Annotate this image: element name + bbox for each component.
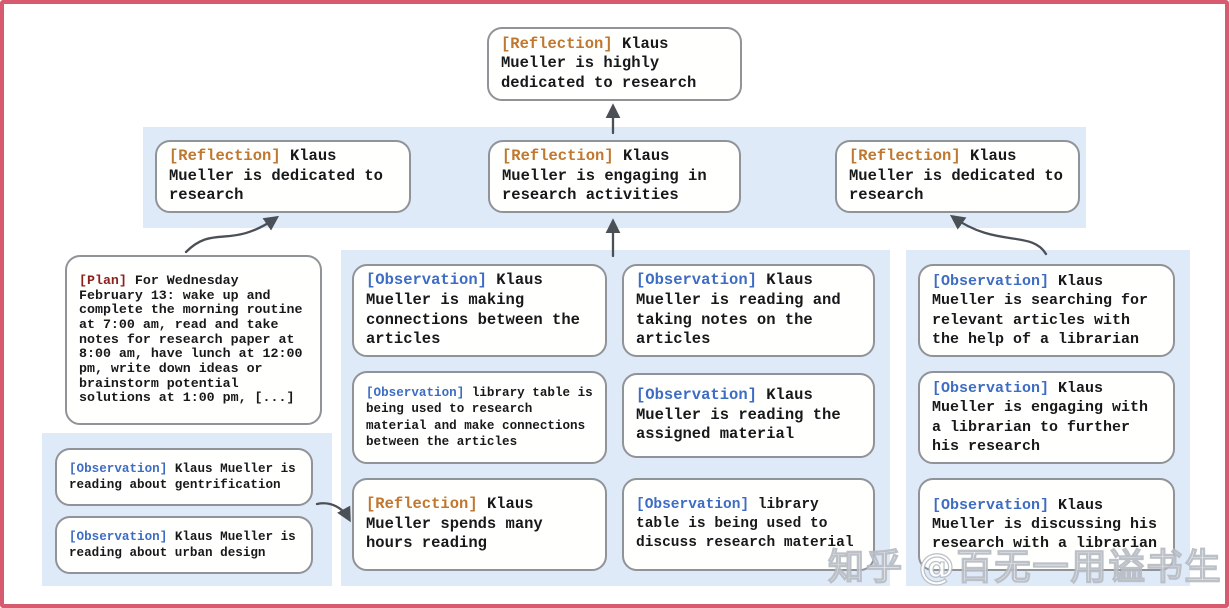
- node-text: For Wednesday February 13: wake up and c…: [79, 273, 303, 406]
- node-text: Klaus Mueller spends many hours reading: [366, 494, 543, 553]
- node-reflection-left: [Reflection] Klaus Mueller is dedicated …: [155, 140, 411, 213]
- observation-tag: [Observation]: [69, 461, 168, 476]
- reflection-tag: [Reflection]: [169, 147, 281, 165]
- node-observation-library-research: [Observation] library table is being use…: [352, 371, 607, 464]
- reflection-tag: [Reflection]: [501, 34, 613, 53]
- node-reflection-hours-reading: [Reflection] Klaus Mueller spends many h…: [352, 478, 607, 571]
- reflection-tag: [Reflection]: [502, 147, 614, 165]
- node-reflection-right: [Reflection] Klaus Mueller is dedicated …: [835, 140, 1080, 213]
- node-root-reflection: [Reflection] Klaus Mueller is highly ded…: [487, 27, 742, 101]
- node-text: Klaus Mueller is searching for relevant …: [932, 273, 1149, 348]
- node-reflection-middle: [Reflection] Klaus Mueller is engaging i…: [488, 140, 741, 213]
- observation-tag: [Observation]: [69, 529, 168, 544]
- node-text: Klaus Mueller is engaging in research ac…: [502, 147, 707, 205]
- node-text: Klaus Mueller is reading and taking note…: [636, 271, 841, 349]
- node-text: Klaus Mueller is reading about urban des…: [69, 529, 296, 560]
- observation-tag: [Observation]: [636, 271, 757, 290]
- node-observation-assigned-material: [Observation] Klaus Mueller is reading t…: [622, 373, 875, 458]
- reflection-tag: [Reflection]: [366, 494, 478, 513]
- node-observation-library-discuss: [Observation] library table is being use…: [622, 478, 875, 571]
- node-observation-taking-notes: [Observation] Klaus Mueller is reading a…: [622, 264, 875, 357]
- observation-tag: [Observation]: [636, 385, 757, 404]
- reflection-tag: [Reflection]: [849, 147, 961, 165]
- observation-tag: [Observation]: [636, 497, 750, 514]
- node-text: Klaus Mueller is engaging with a librari…: [932, 380, 1149, 455]
- observation-tag: [Observation]: [932, 273, 1050, 291]
- node-text: Klaus Mueller is highly dedicated to res…: [501, 34, 697, 92]
- node-text: Klaus Mueller is reading the assigned ma…: [636, 385, 841, 444]
- node-observation-searching-articles: [Observation] Klaus Mueller is searching…: [918, 264, 1175, 357]
- node-observation-discussing-research: [Observation] Klaus Mueller is discussin…: [918, 478, 1175, 571]
- node-text: Klaus Mueller is dedicated to research: [169, 147, 383, 205]
- plan-tag: [Plan]: [79, 273, 127, 289]
- node-text: Klaus Mueller is making connections betw…: [366, 271, 580, 349]
- node-observation-urban-design: [Observation] Klaus Mueller is reading a…: [55, 516, 313, 574]
- node-text: Klaus Mueller is dedicated to research: [849, 147, 1063, 205]
- observation-tag: [Observation]: [366, 385, 465, 400]
- node-text: library table is being used to discuss r…: [636, 497, 854, 551]
- node-text: Klaus Mueller is discussing his research…: [932, 496, 1158, 553]
- node-text: library table is being used to research …: [366, 385, 593, 449]
- node-plan: [Plan] For Wednesday February 13: wake u…: [65, 255, 322, 425]
- observation-tag: [Observation]: [366, 271, 487, 290]
- node-observation-making-connections: [Observation] Klaus Mueller is making co…: [352, 264, 607, 357]
- node-observation-gentrification: [Observation] Klaus Mueller is reading a…: [55, 448, 313, 506]
- observation-tag: [Observation]: [932, 496, 1050, 514]
- node-observation-engaging-librarian: [Observation] Klaus Mueller is engaging …: [918, 371, 1175, 464]
- node-text: Klaus Mueller is reading about gentrific…: [69, 461, 296, 492]
- observation-tag: [Observation]: [932, 380, 1050, 398]
